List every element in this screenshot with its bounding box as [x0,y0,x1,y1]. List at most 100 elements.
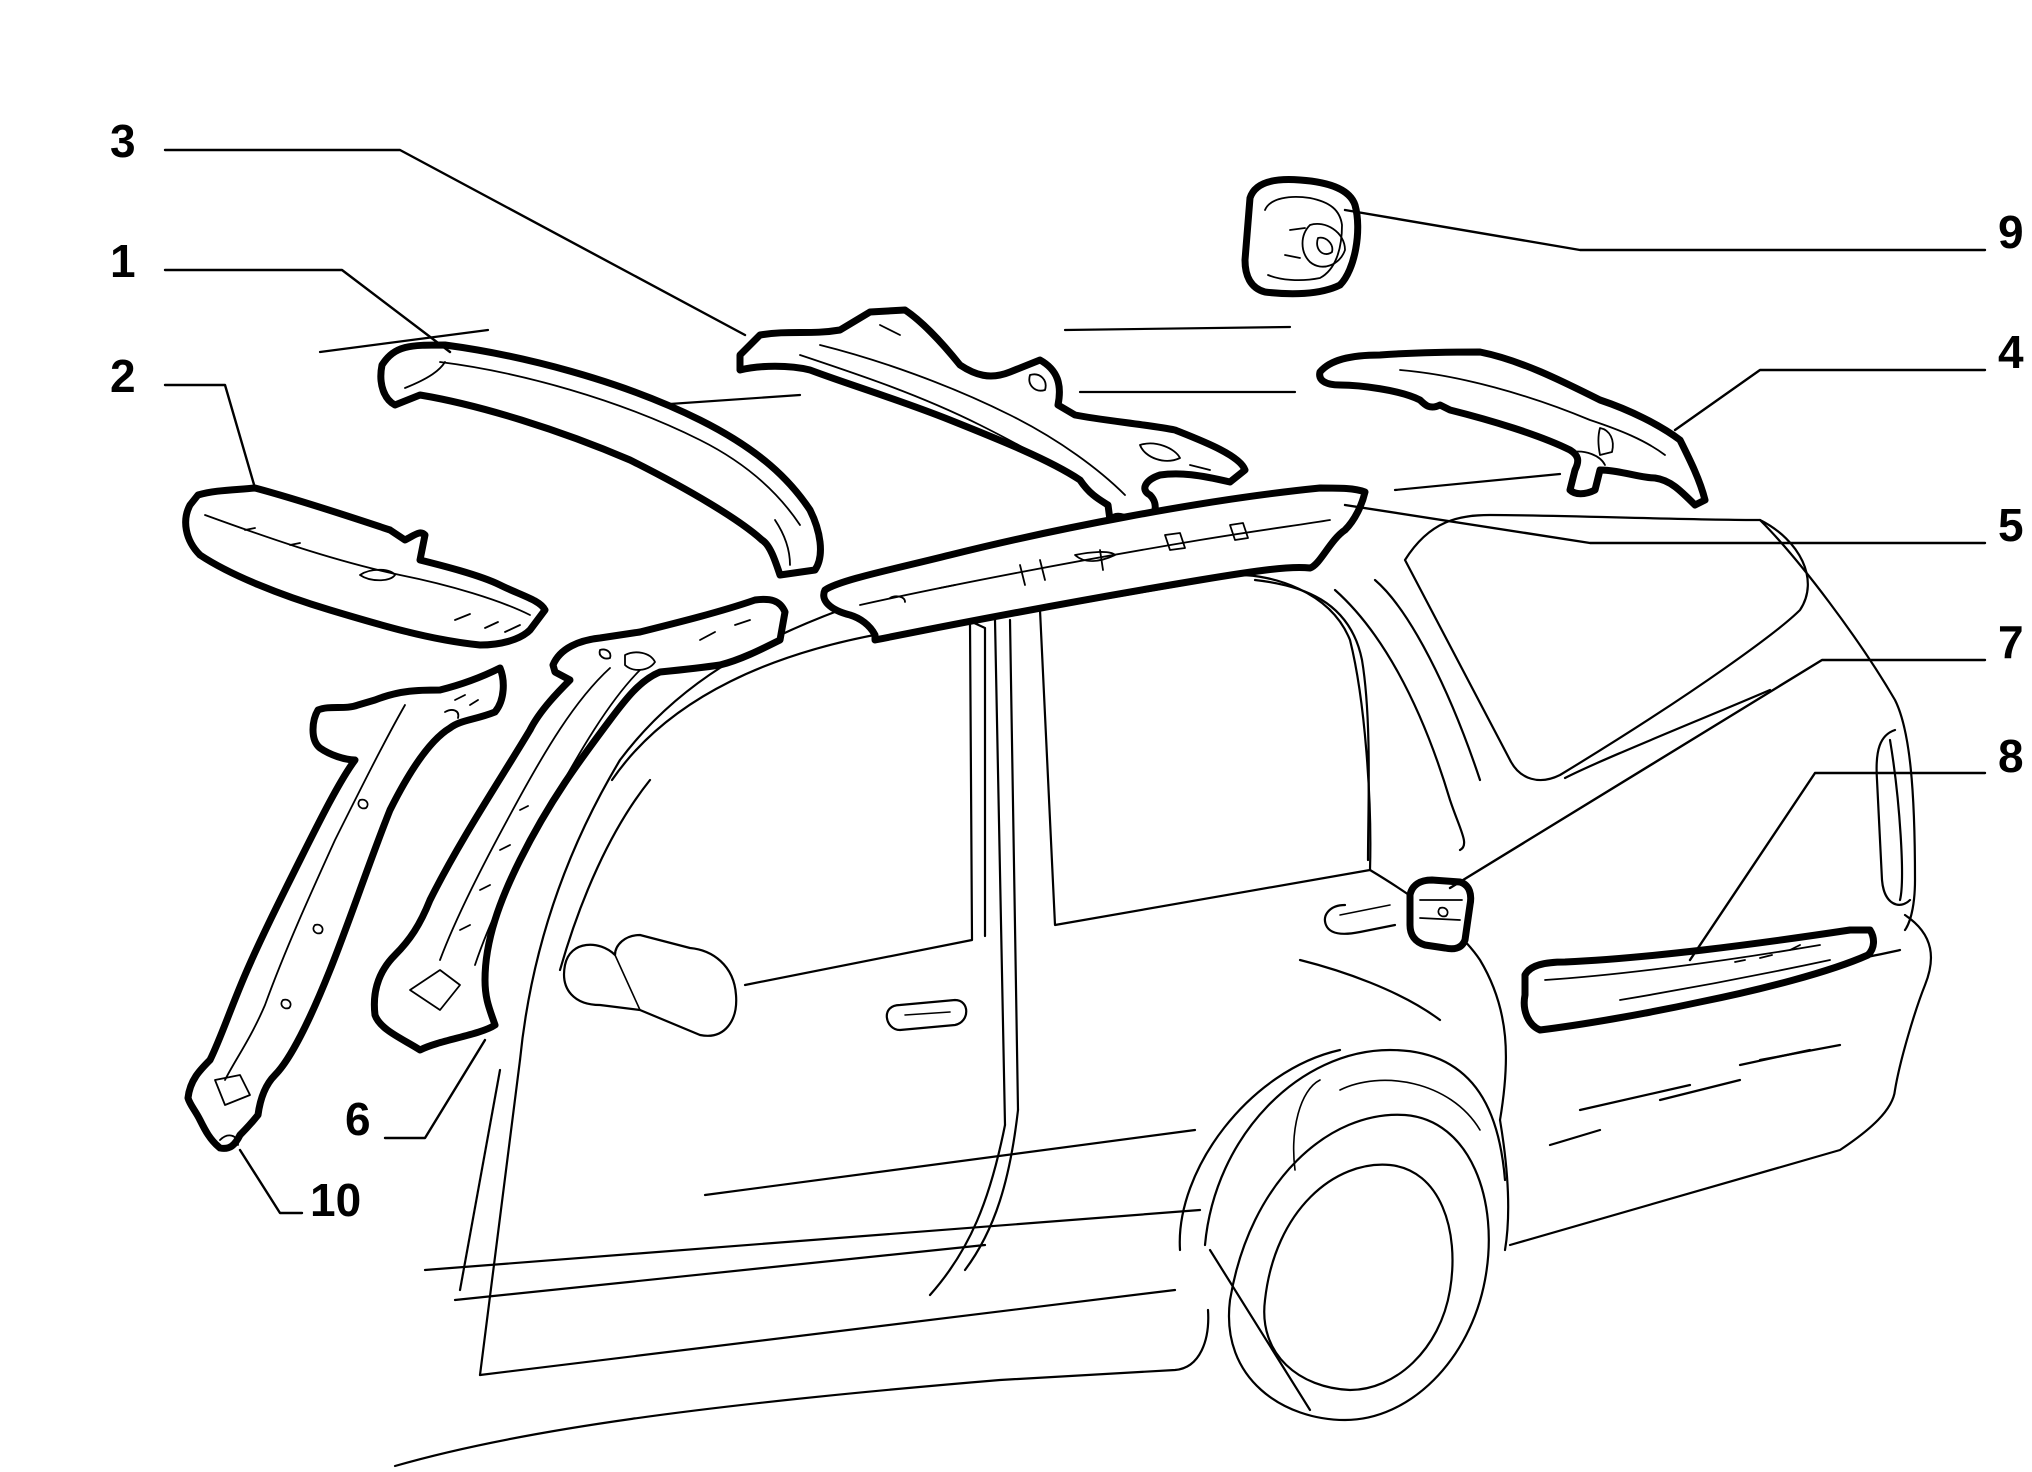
part-5-ridge [859,519,1331,606]
leader-2 [163,383,257,490]
b-pillar-front-edge [970,620,987,938]
part-3-shape [736,306,1249,529]
part-2-hole [359,568,396,582]
bumper-detail-2 [1658,1078,1742,1102]
part-2-marks [244,527,301,546]
part-10-hole-1 [357,798,369,810]
part-5-marks [889,584,956,603]
part-8-rear-floor-member [1520,926,1877,1034]
part-10-hole-2 [312,923,324,935]
front-door-rear-edge-2 [963,1108,1020,1272]
leader-6 [383,1038,487,1140]
rear-hatch-edge [1758,518,1917,932]
part-9-cap-center [1316,236,1334,255]
callout-labels: 3 1 2 9 4 5 7 8 6 10 [110,115,2024,1226]
part-1-roof-front-rail [377,341,824,579]
ground-line [393,1308,1210,1468]
part-9-fuel-filler-housing [1241,176,1362,298]
part-7-bracket [1406,876,1475,953]
leader-9 [1343,208,1987,252]
car-body-outline [318,325,1933,1468]
front-window-outline [610,620,974,987]
a-pillar-inner [558,778,652,972]
part-3-hole-1 [1028,373,1047,392]
part-3-ridge-1 [799,354,1111,506]
part-9-detail [1284,227,1306,259]
part-3-marks [879,324,1211,471]
part-10-top-detail [444,694,479,719]
rear-door-handle [1323,903,1397,935]
rear-hatch-inner [1888,738,1904,902]
part-4-detail [1571,450,1606,466]
leader-8 [1688,771,1987,962]
rear-window-inner [1253,578,1370,862]
b-pillar-line-2 [1008,618,1020,1112]
callout-5: 5 [1998,499,2024,551]
part-5-shape [820,484,1369,644]
front-fender-edge [458,1068,502,1292]
part-3-roof-crossmember [736,306,1249,529]
part-7-ribs [1419,899,1463,921]
part-2-slots [454,613,521,633]
leader-lines [163,148,1987,1215]
rear-door-handle-detail [1339,904,1391,916]
part-10-a-pillar-inner [184,664,507,1152]
part-6-hole-1 [624,651,656,671]
c-pillar-inner [1373,578,1482,782]
roof-line-rear-3 [1393,472,1562,492]
quarter-crease [1578,1083,1692,1112]
rear-window-outline [1038,573,1372,927]
c-pillar-outer [1333,588,1466,852]
quarter-glass-lower [1563,688,1772,780]
side-mirror [562,933,738,1037]
callout-6: 6 [345,1093,371,1145]
wheel-arch-liner-2 [1339,1079,1481,1131]
door-crease [1298,958,1442,1022]
wheel-arch [1203,1048,1507,1247]
part-9-inner-rim [1264,196,1343,282]
part-4-bracket [1597,427,1614,456]
callout-8: 8 [1998,730,2024,782]
part-10-bolt [219,1134,239,1146]
part-1-flange [404,361,446,389]
part-1-end [774,519,791,566]
part-6-shape [370,595,789,1054]
leader-7 [1448,658,1987,890]
leader-4 [1673,368,1987,432]
leader-10 [238,1148,304,1215]
wheel-arch-liner [1292,1079,1321,1171]
part-10-hole-3 [280,998,292,1010]
front-door-front-edge [478,1058,522,1377]
front-door-handle [885,998,968,1032]
part-7-hole [1437,906,1449,918]
part-6-ridge-1 [439,667,611,961]
part-4-rear-roof-rail [1316,348,1709,509]
rear-wheel-rim [1263,1163,1454,1392]
part-10-foot [214,1074,251,1106]
part-5-hole-1 [1074,551,1116,562]
quarter-lower-edge [1498,1118,1510,1252]
part-6-a-pillar [370,595,789,1054]
callout-7: 7 [1998,616,2024,668]
front-door-rear-edge [928,1123,1007,1297]
front-door-handle-detail [904,1011,951,1016]
leader-1 [163,268,452,354]
callout-2: 2 [110,350,136,402]
part-3-ridge-2 [819,344,1126,496]
leader-5 [1343,503,1987,545]
roof-line-mid [653,393,802,407]
part-5-hole-3 [1229,522,1249,541]
tail-light [1875,728,1912,906]
part-5-hole-2 [1164,532,1186,551]
part-10-ridge [224,704,406,1081]
b-pillar-line-1 [993,618,1007,1127]
bumper-detail-3 [1548,1128,1602,1147]
part-8-shape [1520,926,1877,1034]
rocker-panel [478,1288,1177,1377]
part-10-shape [184,664,507,1152]
part-6-foot [409,969,461,1011]
part-5-side-roof-rail [820,484,1369,644]
quarter-glass [1403,513,1809,782]
